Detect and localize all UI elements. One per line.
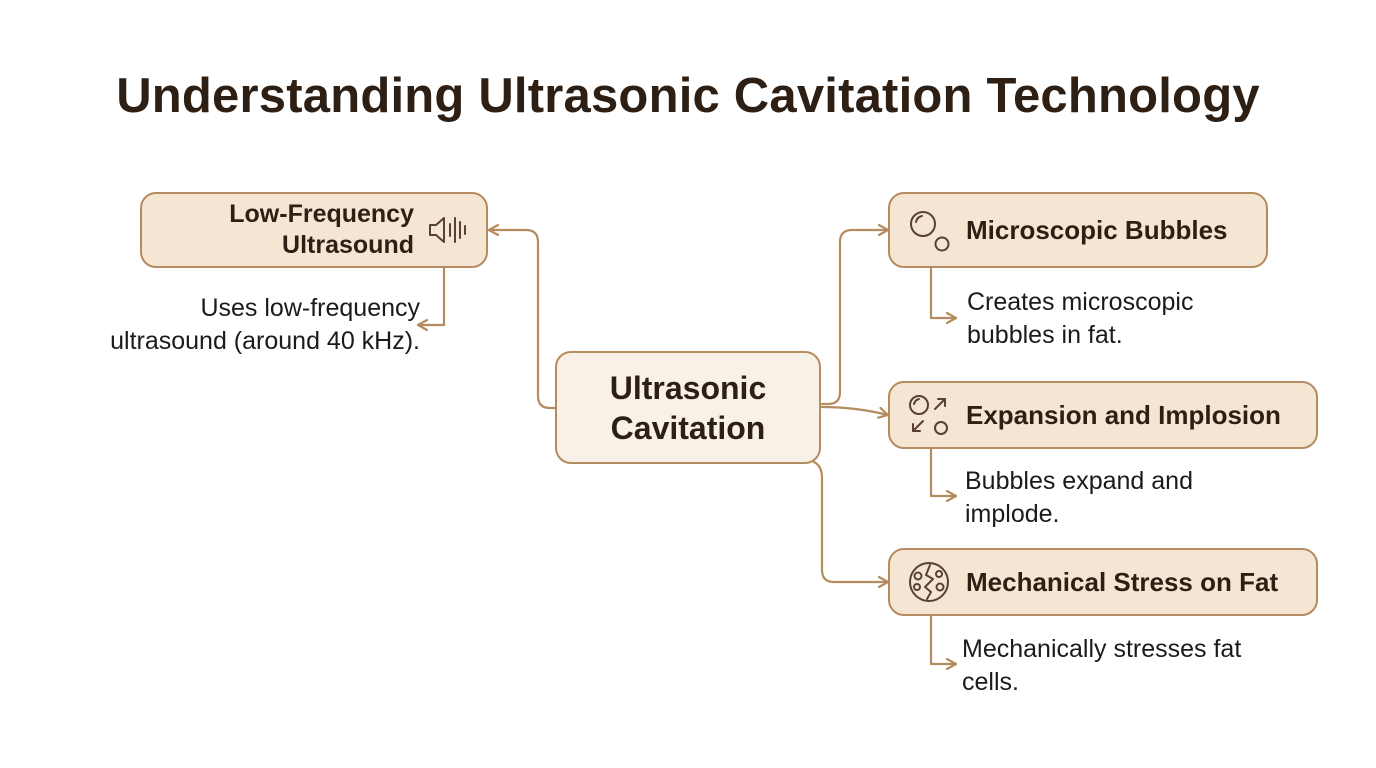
diagram-title: Understanding Ultrasonic Cavitation Tech… (116, 69, 1260, 123)
expand-implode-icon (909, 395, 948, 435)
desc-mechanical-stress: Mechanically stresses fat cells. (962, 635, 1242, 696)
node-microscopic-bubbles: Microscopic Bubbles (888, 192, 1268, 268)
connector-center-to-expansion (820, 405, 890, 415)
connector-center-to-frequency (487, 230, 557, 410)
node-mechanical-stress-label: Mechanical Stress on Fat (966, 566, 1279, 597)
node-expansion-and-implosion: Expansion and Implosion (888, 381, 1318, 449)
node-low-frequency-label: Low-Frequency Ultrasound (229, 200, 414, 259)
center-node-ultrasonic-cavitation: Ultrasonic Cavitation (555, 351, 821, 464)
node-low-frequency-ultrasound: Low-Frequency Ultrasound (140, 192, 488, 268)
connector-bubbles-to-desc (929, 266, 958, 318)
connector-stress-to-desc (929, 614, 958, 664)
desc-microscopic-bubbles: Creates microscopic bubbles in fat. (967, 288, 1194, 349)
speaker-sound-wave-icon (429, 217, 466, 243)
connector-frequency-to-desc (416, 266, 446, 325)
connector-center-to-stress (812, 460, 890, 582)
center-node-label: Ultrasonic Cavitation (609, 369, 767, 446)
node-mechanical-stress-on-fat: Mechanical Stress on Fat (888, 548, 1318, 616)
node-microscopic-bubbles-label: Microscopic Bubbles (966, 214, 1228, 245)
bubbles-icon (910, 211, 950, 252)
desc-expansion-and-implosion: Bubbles expand and implode. (965, 467, 1193, 528)
connector-expansion-to-desc (929, 447, 958, 496)
fat-cell-stress-icon (909, 562, 949, 602)
node-expansion-and-implosion-label: Expansion and Implosion (966, 399, 1281, 430)
desc-low-frequency: Uses low-frequency ultrasound (around 40… (110, 294, 420, 355)
connector-center-to-bubbles (820, 230, 890, 406)
